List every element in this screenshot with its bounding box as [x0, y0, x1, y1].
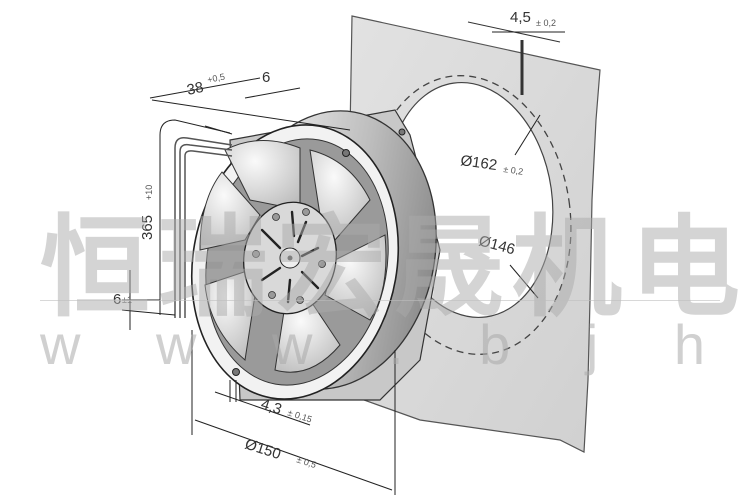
- lead-length-tolerance: +10: [144, 185, 154, 200]
- watermark-divider: [40, 300, 720, 301]
- depth-tolerance: +0,5: [206, 71, 225, 84]
- fan-blades: [199, 139, 387, 373]
- fan-dia-tolerance: ± 0,5: [295, 454, 317, 470]
- fan-hub: [243, 201, 337, 315]
- fan: [190, 109, 441, 401]
- lead-length-dimension: 365: [139, 215, 156, 240]
- lead-wires: [174, 136, 233, 318]
- hole-dia-dimension: 4,3: [259, 396, 284, 419]
- depth-dimension: 38: [185, 79, 205, 99]
- hole-dia-tolerance: ± 0,15: [286, 407, 313, 424]
- bolt-circle-tolerance: ± 0,2: [503, 164, 524, 177]
- lead-strip-dimension: 6: [113, 291, 121, 308]
- bolt-circle: [368, 75, 572, 355]
- flange-dimension: 6: [262, 69, 270, 86]
- panel-thickness-tolerance: ± 0,2: [536, 18, 556, 28]
- watermark-url: w w w . b j h e n g r u . c n: [40, 313, 750, 376]
- fan-dia-dimension: Ø150: [243, 436, 283, 464]
- panel-thickness-dimension: 4,5: [510, 9, 531, 26]
- watermark-company-name: 恒瑞宏晟机电: [40, 204, 748, 332]
- dimension-lines: [121, 31, 565, 495]
- bolt-circle-dimension: Ø162: [459, 152, 498, 174]
